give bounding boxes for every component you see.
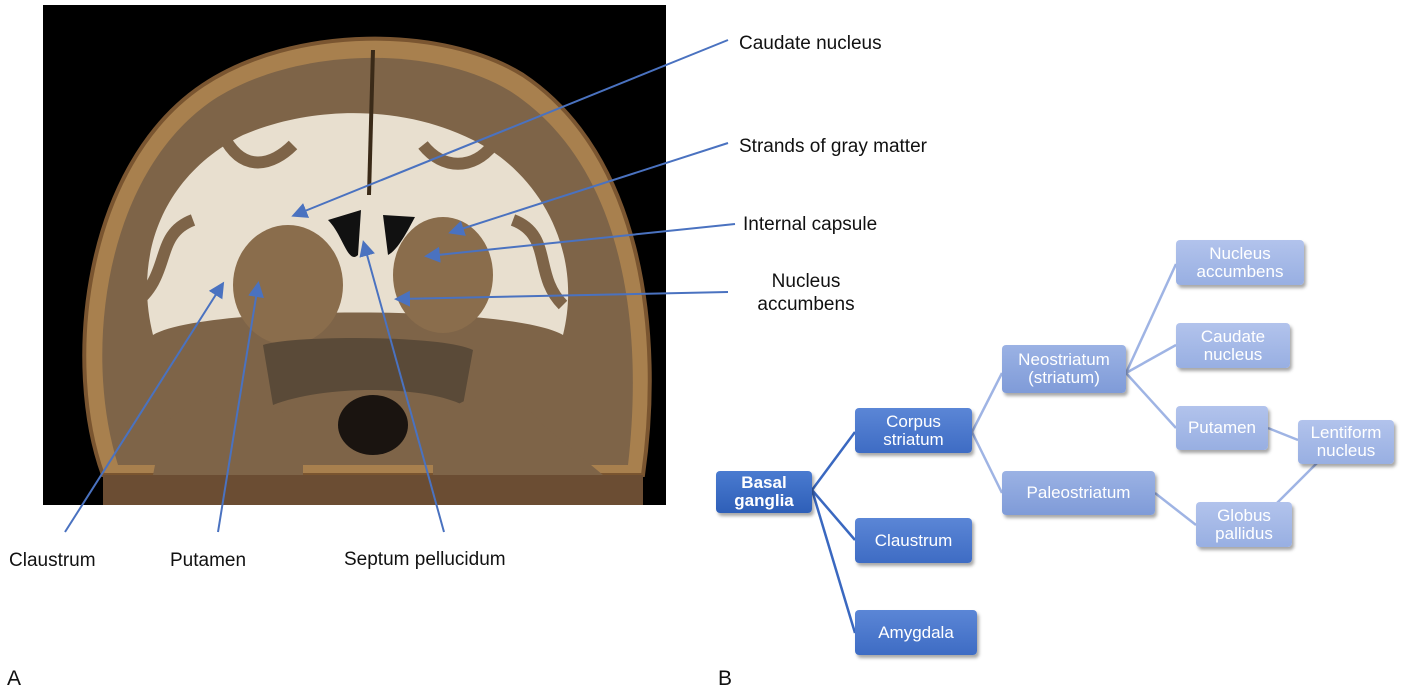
node-claustrum: Claustrum bbox=[855, 518, 972, 563]
node-lentiform-nucleus: Lentiform nucleus bbox=[1298, 420, 1394, 464]
node-globus-pallidus: Globus pallidus bbox=[1196, 502, 1292, 547]
node-neostriatum: Neostriatum (striatum) bbox=[1002, 345, 1126, 393]
node-amygdala: Amygdala bbox=[855, 610, 977, 655]
node-basal-ganglia: Basal ganglia bbox=[716, 471, 812, 513]
node-caudate-nucleus: Caudate nucleus bbox=[1176, 323, 1290, 368]
node-corpus-striatum: Corpus striatum bbox=[855, 408, 972, 453]
node-nucleus-accumbens: Nucleus accumbens bbox=[1176, 240, 1304, 285]
node-paleostriatum: Paleostriatum bbox=[1002, 471, 1155, 515]
node-putamen: Putamen bbox=[1176, 406, 1268, 450]
